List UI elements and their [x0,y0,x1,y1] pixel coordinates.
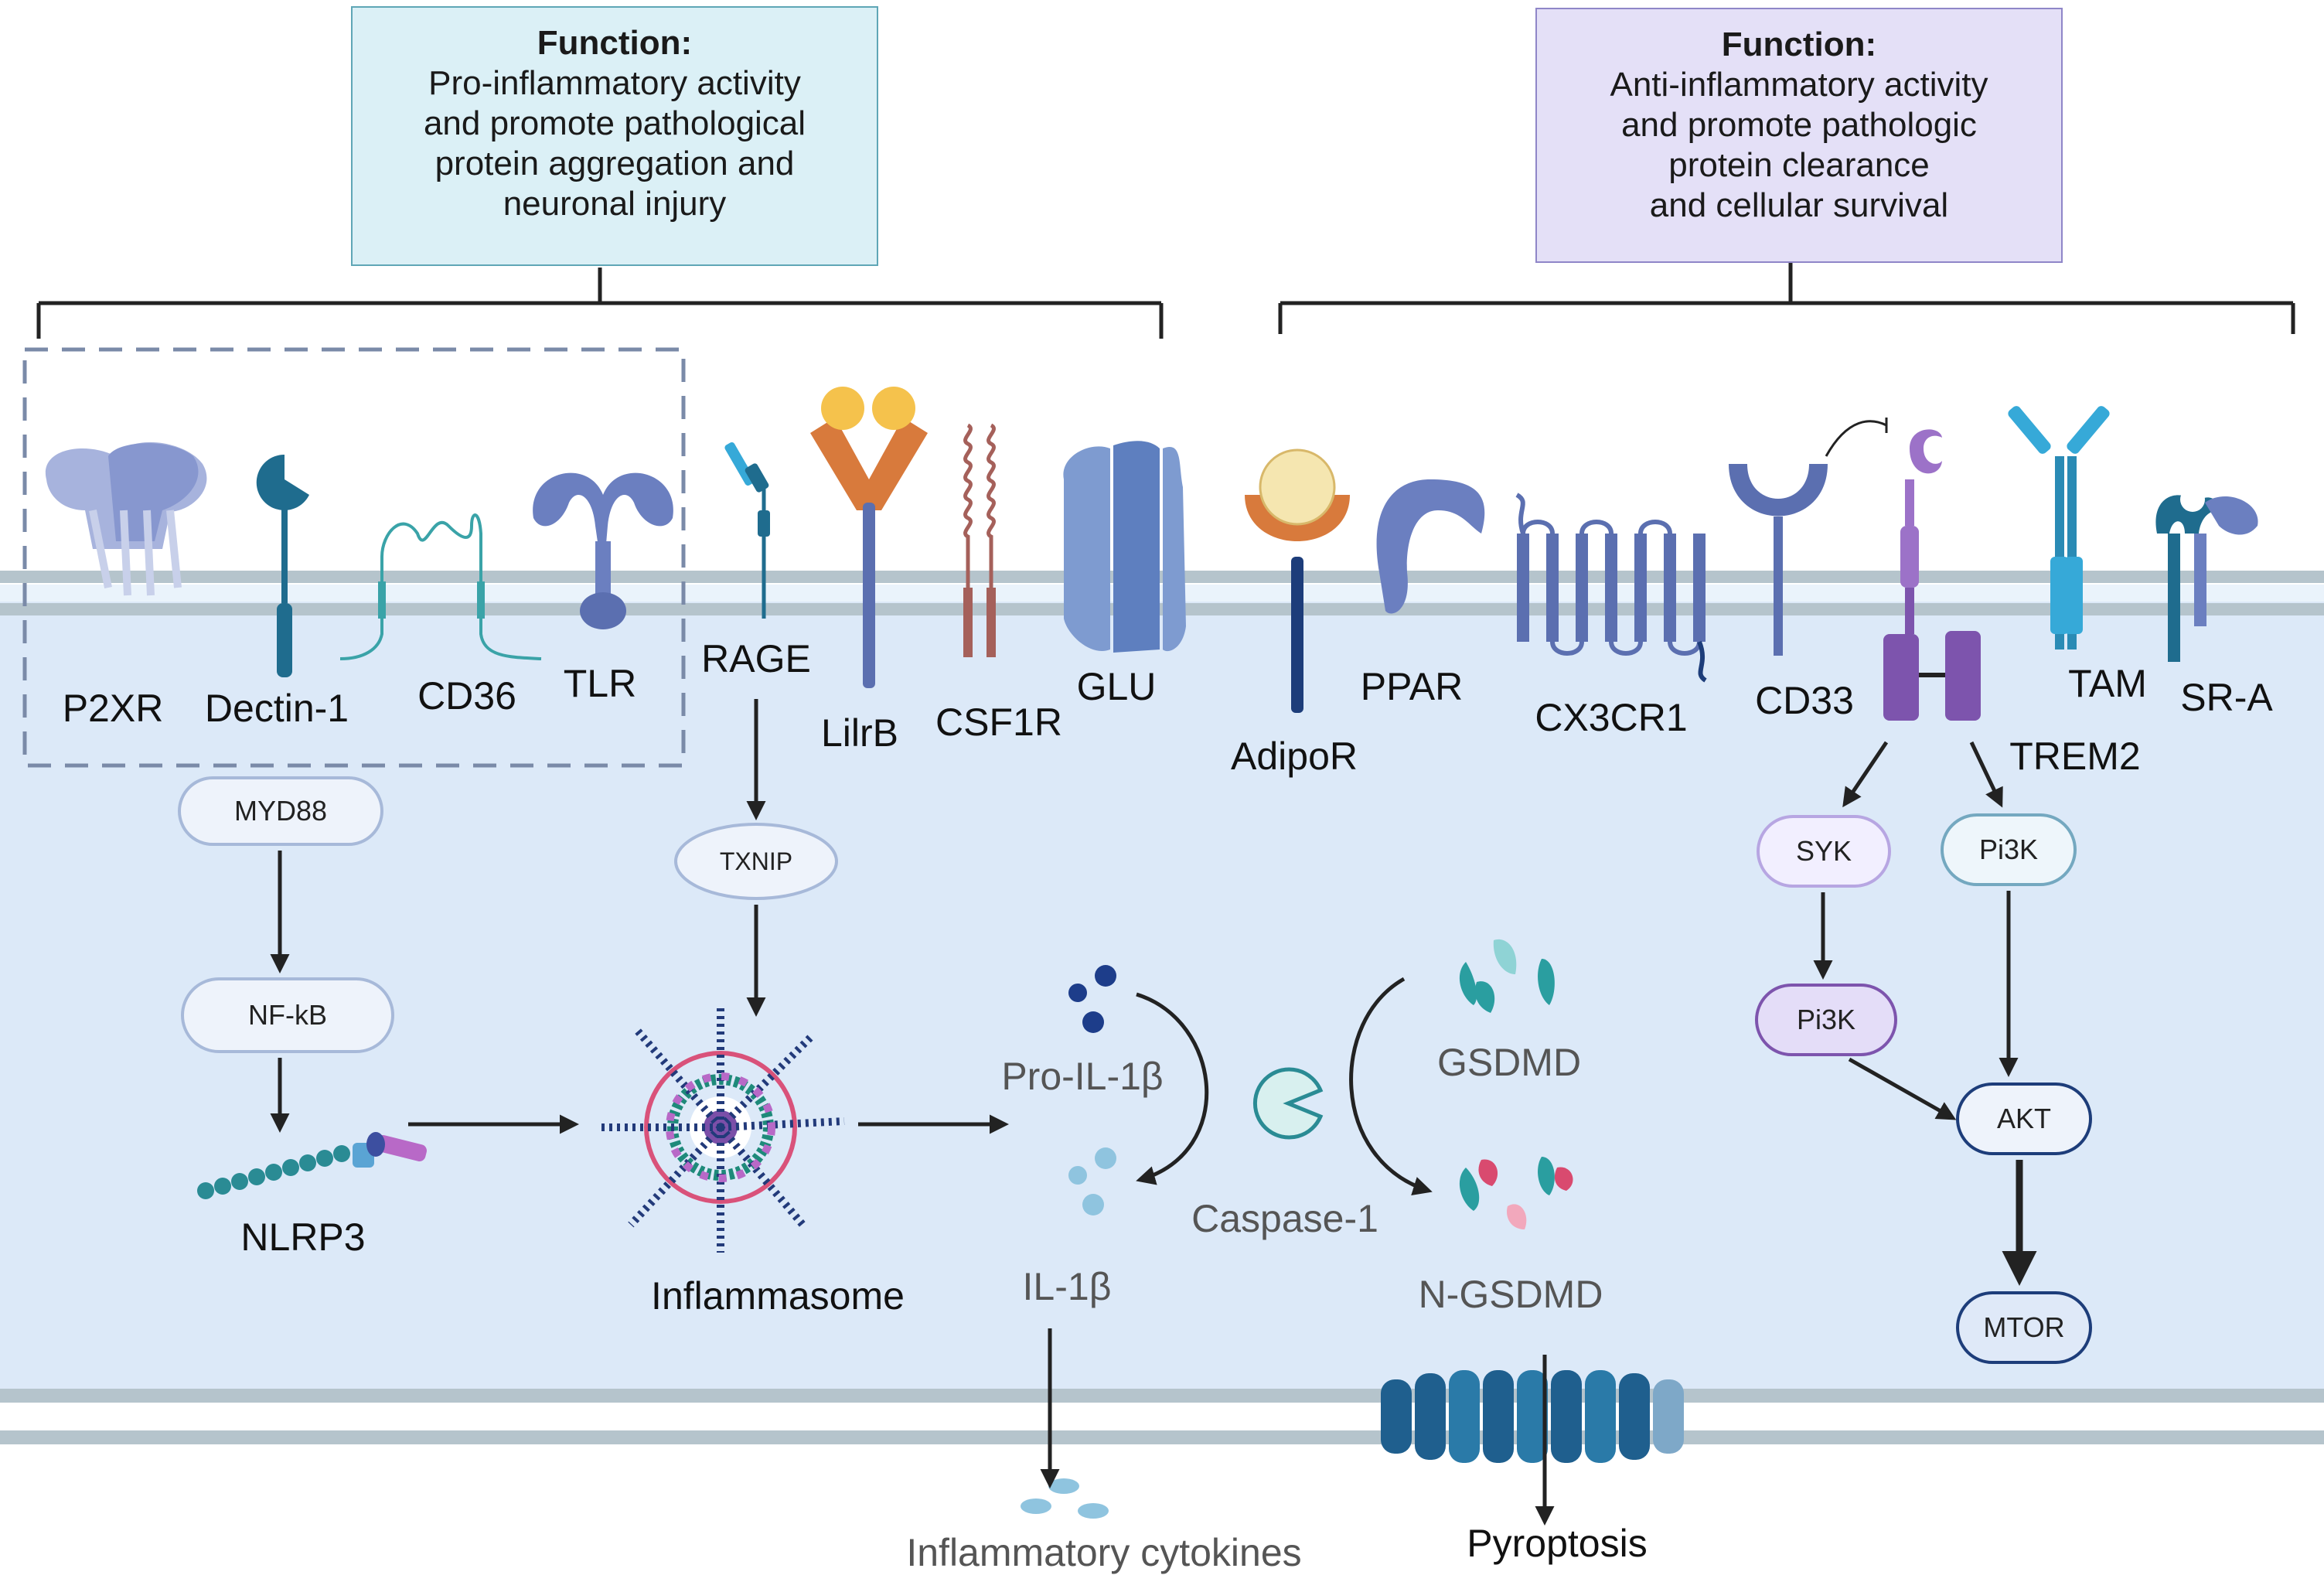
il1b-molecule-icon [1068,1147,1116,1215]
dectin1-label: Dectin-1 [204,687,349,730]
cd33-label: CD33 [1755,679,1854,722]
tam-receptor-icon [2008,406,2110,650]
cell-cytoplasm [0,588,2324,1392]
sra-receptor-icon [2155,487,2258,662]
left-bracket [36,268,1164,339]
pro-il1b-molecule-icon [1068,965,1116,1033]
cd36-receptor-icon [339,513,542,660]
nlrp3-molecule-icon [197,1132,427,1199]
cx3cr1-receptor-icon [1515,493,1707,683]
pi3k-trem2-node: Pi3K [1978,834,2039,865]
mtor-node: MTOR [1983,1311,2065,1343]
adipor-receptor-icon [1245,448,1350,713]
anti-inflammatory-function-box: Function: Anti-inflammatory activity and… [1535,8,2063,263]
gsdmd-label: GSDMD [1436,1041,1582,1084]
n-gsdmd-protein-icon [1459,1157,1573,1229]
pro-il1b-label: Pro-IL-1β [1001,1055,1164,1098]
inflammasome-label: Inflammasome [651,1274,905,1318]
pro-function-heading: Function: [537,24,693,62]
adipor-label: AdipoR [1231,735,1358,778]
caspase1-enzyme-icon [1252,1067,1324,1140]
cd36-label: CD36 [417,674,516,718]
trem2-receptor-icon [1883,429,1981,721]
pathway-shapes [178,776,2092,1364]
akt-node: AKT [1996,1103,2051,1134]
right-bracket [1278,263,2295,334]
csf1r-label: CSF1R [935,701,1062,744]
sra-label: SR-A [2180,676,2273,719]
nlrp3-label: NLRP3 [240,1215,366,1259]
anti-function-line: and promote pathologic [1621,106,1977,144]
inflammasome-icon [598,1005,845,1253]
anti-function-line: protein clearance [1668,146,1930,184]
cd33-receptor-icon [1729,418,1888,656]
n-gsdmd-label: N-GSDMD [1418,1273,1603,1316]
lower-membrane [0,1389,2324,1444]
anti-function-line: Anti-inflammatory activity [1610,66,1988,104]
rage-receptor-icon [724,442,770,619]
trem2-label: TREM2 [2009,735,2141,778]
ppar-receptor-icon [1376,479,1485,614]
gsdmd-protein-icon [1459,939,1555,1013]
pro-function-line: Pro-inflammatory activity [428,64,801,102]
glu-label: GLU [1076,665,1157,708]
tlr-label: TLR [563,662,637,705]
pro-function-line: protein aggregation and [434,145,795,182]
glu-receptor-icon [1063,441,1186,653]
tlr-receptor-icon [533,472,673,629]
csf1r-receptor-icon [963,423,996,657]
anti-function-line: and cellular survival [1649,186,1949,224]
nfkb-node: NF-kB [248,999,327,1031]
myd88-node: MYD88 [233,795,328,827]
txnip-node: TXNIP [719,847,793,875]
upper-membrane [0,571,2324,615]
tam-label: TAM [2068,662,2147,705]
caspase1-label: Caspase-1 [1191,1197,1378,1240]
il1b-label: IL-1β [1022,1265,1112,1308]
syk-node: SYK [1795,835,1852,867]
cx3cr1-label: CX3CR1 [1535,696,1688,739]
pro-inflammatory-function-box: Function: Pro-inflammatory activity and … [351,6,878,266]
anti-function-heading: Function: [1721,26,1877,63]
pro-function-line: and promote pathological [423,104,806,142]
dectin1-receptor-icon [256,454,309,677]
lilrb-label: LilrB [820,711,899,755]
ppar-label: PPAR [1360,665,1464,708]
inflammatory-cytokines-label: Inflammatory cytokines [906,1531,1302,1574]
p2xr-receptor-icon [45,442,207,596]
p2xr-label: P2XR [62,687,164,730]
gsdmd-pore-icon [1381,1370,1684,1463]
pro-function-line: neuronal injury [503,185,727,223]
lilrb-receptor-icon [810,387,928,688]
cytokine-molecule-icon [1021,1478,1109,1519]
pyroptosis-label: Pyroptosis [1467,1522,1648,1565]
pathway-arrows [270,699,2019,1526]
pi3k-node: Pi3K [1796,1004,1856,1035]
rage-label: RAGE [701,637,811,680]
pattern-receptor-group [22,347,686,768]
